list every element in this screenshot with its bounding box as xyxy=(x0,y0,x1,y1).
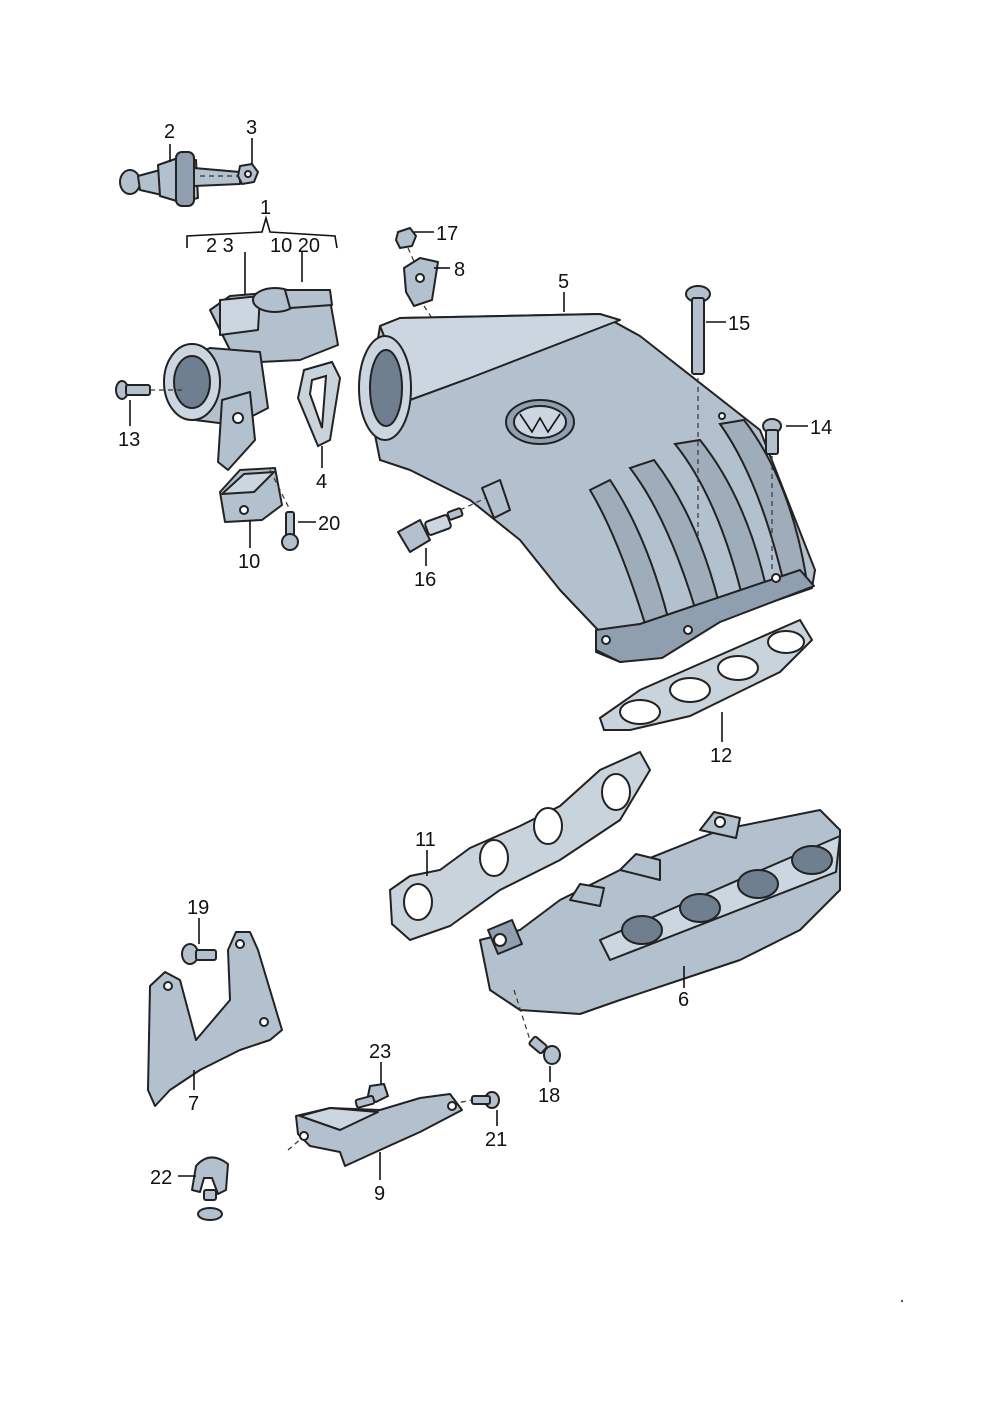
label-part-1-group-right: 10 20 xyxy=(270,235,320,257)
label-part-18: 18 xyxy=(538,1085,560,1107)
part-10-throttle-module[interactable] xyxy=(219,467,283,523)
leader-lines xyxy=(129,138,808,1180)
part-17-screw[interactable] xyxy=(395,227,419,271)
label-part-16: 16 xyxy=(414,569,436,591)
label-part-23: 23 xyxy=(369,1041,391,1063)
label-part-21: 21 xyxy=(485,1129,507,1151)
part-21-bolt[interactable] xyxy=(451,1091,500,1109)
label-part-5: 5 xyxy=(558,271,569,293)
part-16-sensor[interactable] xyxy=(397,497,487,553)
part-2-actuator[interactable] xyxy=(119,151,241,207)
label-part-12: 12 xyxy=(710,745,732,767)
part-3-nut[interactable] xyxy=(237,163,259,185)
part-12-intake-gasket[interactable] xyxy=(598,618,814,731)
label-part-11: 11 xyxy=(415,829,436,851)
label-part-4: 4 xyxy=(316,471,327,493)
label-part-15: 15 xyxy=(728,313,750,335)
label-part-6: 6 xyxy=(678,989,689,1011)
label-part-1: 1 xyxy=(260,197,271,219)
label-part-13: 13 xyxy=(118,429,140,451)
part-22-clip[interactable] xyxy=(191,1156,229,1221)
label-part-14: 14 xyxy=(810,417,832,439)
label-part-9: 9 xyxy=(374,1183,385,1205)
part-15-bolt[interactable] xyxy=(685,285,711,540)
part-8-bracket[interactable] xyxy=(403,257,439,319)
label-part-2: 2 xyxy=(164,121,175,143)
label-part-20: 20 xyxy=(318,513,340,535)
label-part-19: 19 xyxy=(187,897,209,919)
part-5-intake-manifold[interactable] xyxy=(358,313,816,663)
label-part-1-group-left: 2 3 xyxy=(206,235,234,257)
label-part-10: 10 xyxy=(238,551,260,573)
part-6-exhaust-manifold[interactable] xyxy=(479,809,841,1015)
label-part-3: 3 xyxy=(246,117,257,139)
part-23-bolt[interactable] xyxy=(354,1083,389,1109)
part-11-exhaust-gasket[interactable] xyxy=(388,750,652,942)
part-1-group-bracket xyxy=(186,215,338,300)
part-9-heat-shield[interactable] xyxy=(287,1093,463,1167)
label-part-22: 22 xyxy=(150,1167,172,1189)
part-20-screw[interactable] xyxy=(269,469,299,551)
part-labels: 1 2 3 10 20 2 3 4 5 6 7 8 9 10 11 12 13 … xyxy=(118,117,832,1205)
part-19-bolt[interactable] xyxy=(181,943,217,965)
label-part-17: 17 xyxy=(436,223,458,245)
part-14-bolt[interactable] xyxy=(762,418,782,570)
part-7-bracket[interactable] xyxy=(147,931,283,1107)
label-part-8: 8 xyxy=(454,259,465,281)
part-18-bolt[interactable] xyxy=(513,989,561,1065)
part-4-gasket[interactable] xyxy=(296,360,342,448)
part-13-screw[interactable] xyxy=(115,380,182,400)
part-1-throttle-body[interactable] xyxy=(163,287,339,471)
label-part-7: 7 xyxy=(188,1093,199,1115)
